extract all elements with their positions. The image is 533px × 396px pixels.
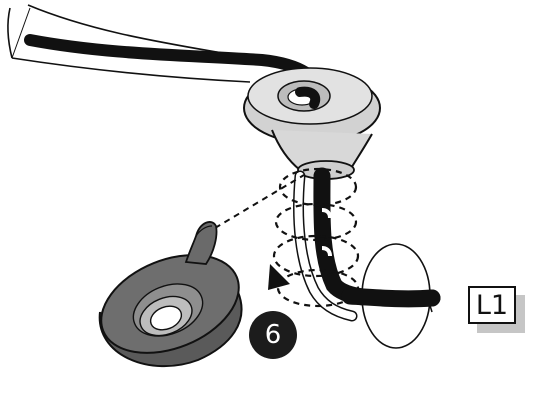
reference-label-text: L1 — [475, 289, 509, 321]
grommet — [243, 67, 381, 180]
reference-label-box: L1 — [468, 286, 516, 324]
step-number-text: 6 — [264, 320, 282, 350]
tape-leader-line — [214, 174, 305, 229]
step-number-badge: 6 — [249, 311, 297, 359]
tape-wrap-path — [272, 167, 360, 308]
tape-roll — [98, 221, 243, 368]
wrap-direction-arrow — [268, 264, 290, 290]
